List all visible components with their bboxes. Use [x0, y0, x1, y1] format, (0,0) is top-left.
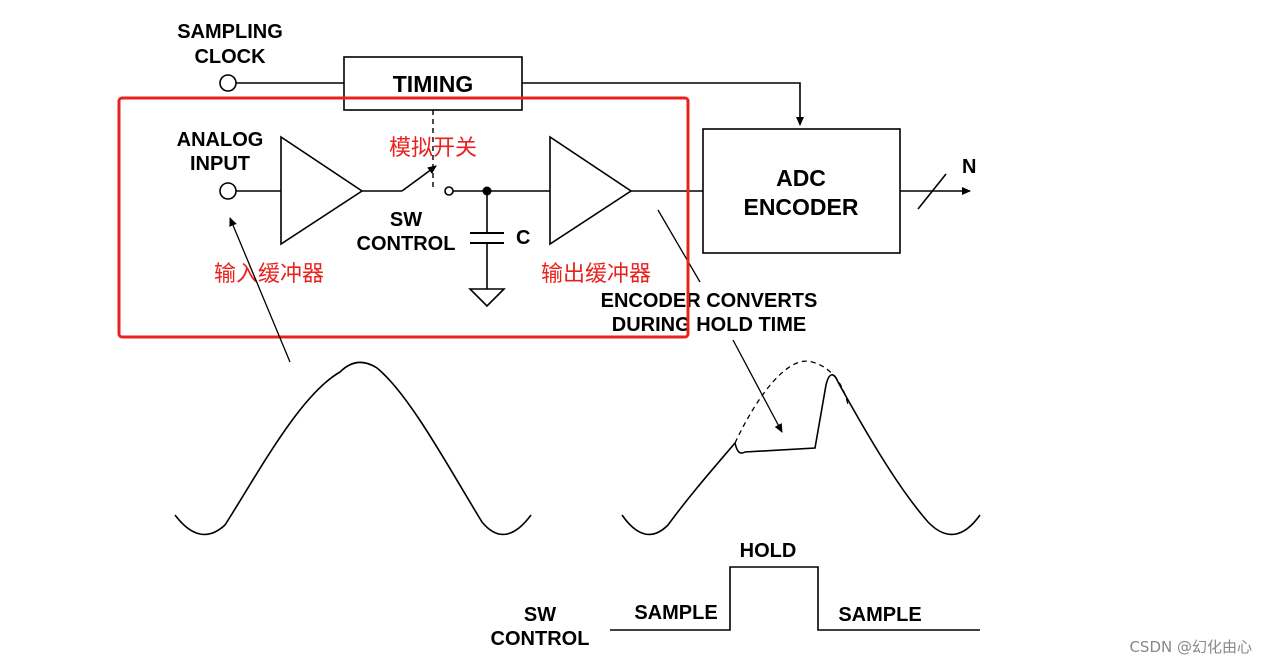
n-bits-label: N	[962, 156, 976, 178]
bus-slash	[917, 173, 947, 210]
hold-label: HOLD	[740, 540, 797, 562]
output-held-segment	[734, 374, 839, 454]
adc-label-line1: ADC	[776, 165, 826, 191]
encoder-note-pointer-top	[657, 209, 701, 283]
encoder-note-line2: DURING HOLD TIME	[612, 314, 806, 336]
input-buffer-annotation: 输入缓冲器	[214, 262, 324, 287]
sampling-clock-terminal	[219, 74, 237, 92]
sw-control-label-line1: SW	[390, 209, 422, 231]
timing-label: TIMING	[393, 71, 474, 97]
switch-arm	[401, 165, 437, 192]
bottom-sw-label-line2: CONTROL	[491, 628, 590, 650]
sampling-clock-label-line1: SAMPLING	[177, 21, 283, 43]
sw-control-label-line2: CONTROL	[357, 233, 456, 255]
output-dashed-ideal-path	[734, 360, 849, 444]
analog-input-label-line2: INPUT	[190, 153, 250, 175]
analog-switch-annotation: 模拟开关	[389, 136, 477, 161]
input-buffer-triangle	[280, 135, 364, 246]
output-buffer-triangle	[549, 135, 633, 246]
input-sine-waveform	[174, 361, 532, 536]
sample-left-label: SAMPLE	[634, 602, 717, 624]
output-buffer-annotation: 输出缓冲器	[541, 262, 651, 287]
timing-to-adc-wire	[522, 82, 804, 126]
switch-contact	[444, 186, 454, 196]
sample-right-label: SAMPLE	[838, 604, 921, 626]
sampling-clock-label-line2: CLOCK	[194, 46, 266, 68]
input-waveform-pointer	[229, 217, 291, 363]
capacitor-label: C	[516, 227, 530, 249]
bottom-sw-label-line1: SW	[524, 604, 556, 626]
adc-label-line2: ENCODER	[743, 194, 858, 220]
analog-input-terminal	[219, 182, 237, 200]
sw-control-pulse	[610, 566, 980, 631]
output-waveform-left	[621, 442, 736, 536]
adc-encoder-block	[702, 128, 901, 254]
encoder-note-pointer-bottom	[732, 339, 783, 433]
highlight-box	[117, 96, 690, 339]
analog-input-label-line1: ANALOG	[177, 129, 264, 151]
encoder-note-line1: ENCODER CONVERTS	[601, 290, 818, 312]
output-waveform-right	[837, 381, 981, 536]
ground-symbol	[468, 288, 506, 308]
csdn-watermark: CSDN @幻化由心	[1129, 638, 1252, 656]
